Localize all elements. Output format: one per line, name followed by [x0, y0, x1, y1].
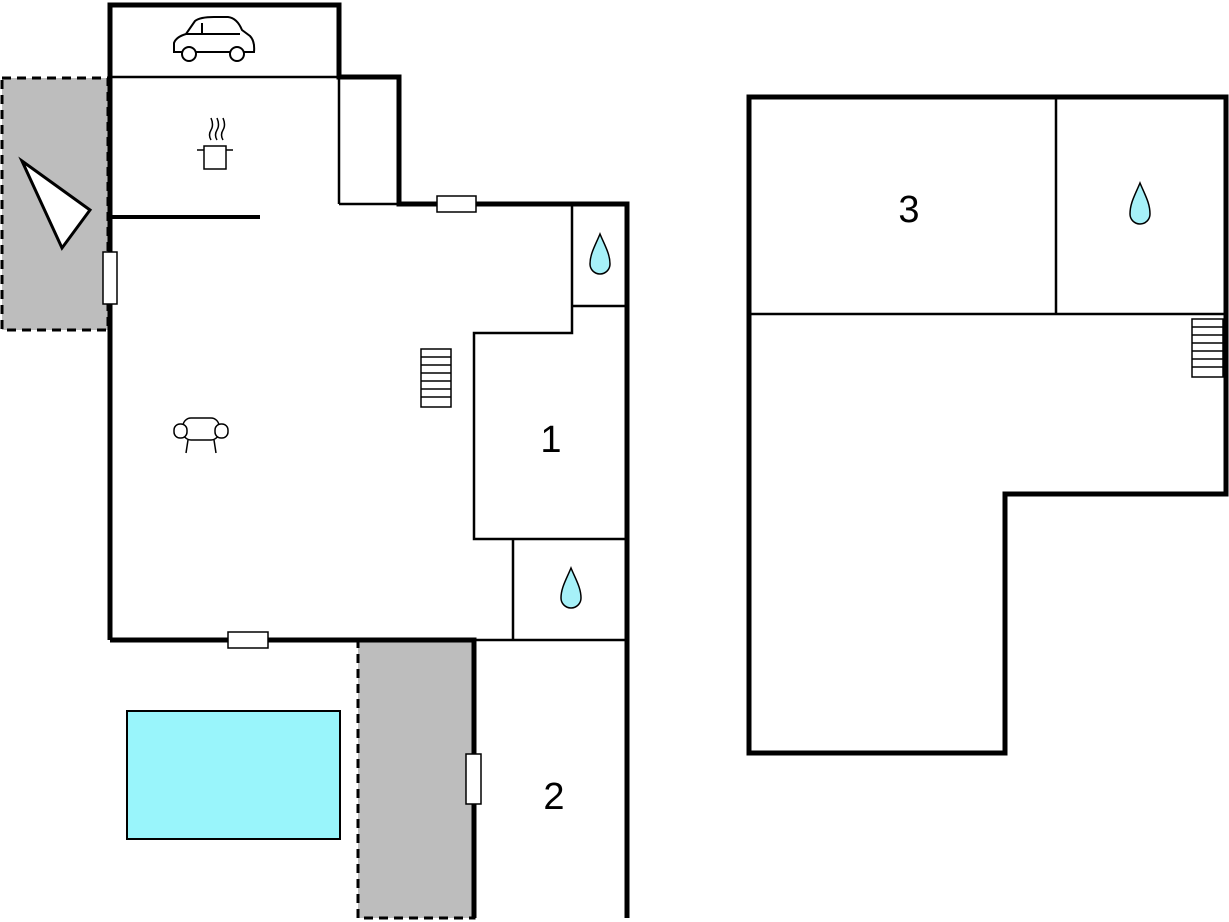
room-label-3: 3 [898, 189, 919, 231]
car-icon [173, 16, 256, 62]
terrace-south [356, 638, 476, 920]
window [465, 753, 482, 805]
cooking-pot-icon [197, 117, 233, 170]
pool [126, 710, 341, 840]
room-label-2: 2 [543, 776, 564, 818]
stairs-icon [1191, 318, 1224, 378]
armchair-icon [173, 417, 229, 454]
water-drop-icon [560, 566, 582, 609]
ground-floor-interior-walls [110, 75, 627, 642]
stairs-icon [420, 348, 452, 408]
water-drop-icon [589, 232, 611, 275]
windows [102, 195, 482, 805]
water-drop-icon [1129, 181, 1151, 225]
upper-floor-walls [746, 94, 1229, 756]
compass-arrow-icon [18, 156, 93, 251]
window [102, 251, 118, 305]
upper-floor-interior-walls [749, 97, 1226, 316]
window [436, 195, 477, 213]
window [227, 631, 269, 649]
room-label-1: 1 [540, 419, 561, 461]
